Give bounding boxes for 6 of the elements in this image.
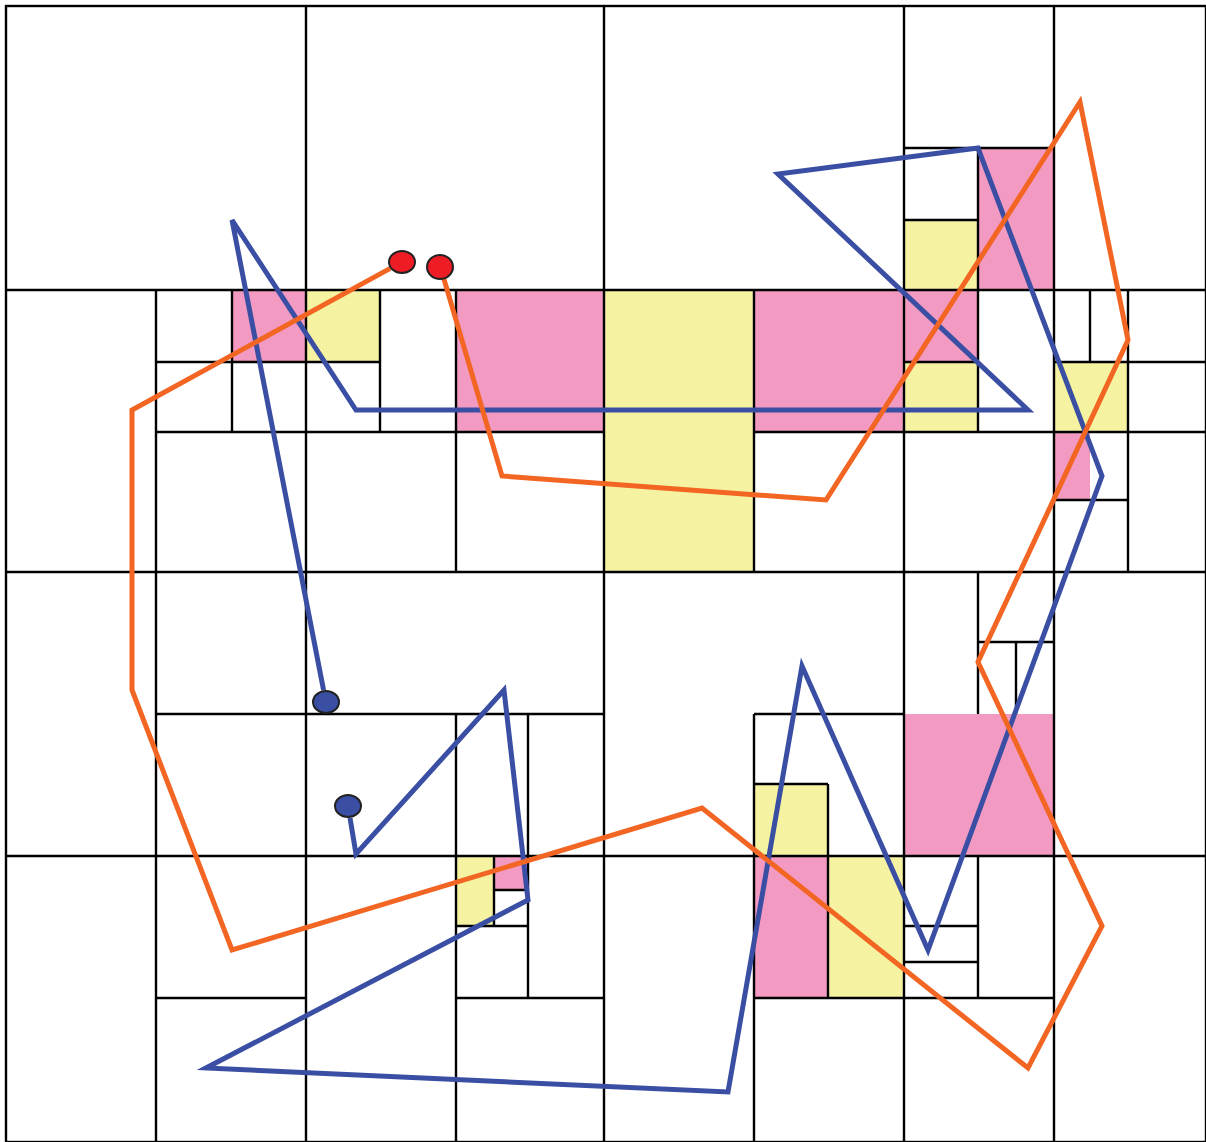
endpoint-dot bbox=[334, 794, 362, 818]
polyline-path bbox=[196, 145, 1105, 1095]
endpoint-dot bbox=[312, 690, 340, 714]
endpoint-dot bbox=[388, 250, 416, 274]
endpoint-dot bbox=[426, 253, 454, 279]
polyline-path bbox=[129, 95, 1131, 1072]
